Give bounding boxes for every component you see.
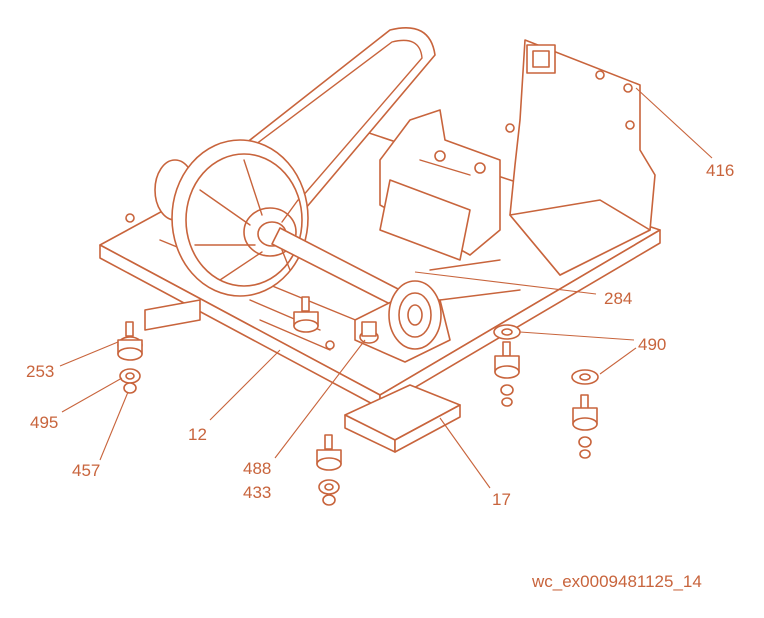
motor-mount-plate <box>509 39 656 276</box>
shock-mount-left <box>117 321 143 394</box>
callout-457: 457 <box>72 461 100 480</box>
callout-416: 416 <box>706 161 734 180</box>
pulley-wheel <box>154 139 309 297</box>
shock-mount-center <box>293 296 319 333</box>
shock-mount-right-a <box>493 324 521 407</box>
callout-17: 17 <box>492 490 511 509</box>
callout-495: 495 <box>30 413 58 432</box>
callout-488: 488 <box>243 459 271 478</box>
upright-bracket <box>379 109 501 261</box>
pillow-block-bearing <box>354 280 451 363</box>
callout-253: 253 <box>26 362 54 381</box>
callout-433: 433 <box>243 483 271 502</box>
callout-284: 284 <box>604 289 632 308</box>
skid-bar <box>144 299 461 453</box>
callout-490: 490 <box>638 335 666 354</box>
leader-lines <box>59 87 713 489</box>
shock-mount-right-b <box>571 369 599 459</box>
callout-12: 12 <box>188 425 207 444</box>
shock-mount-bottom <box>316 434 342 506</box>
document-id: wc_ex0009481125_14 <box>532 572 702 591</box>
